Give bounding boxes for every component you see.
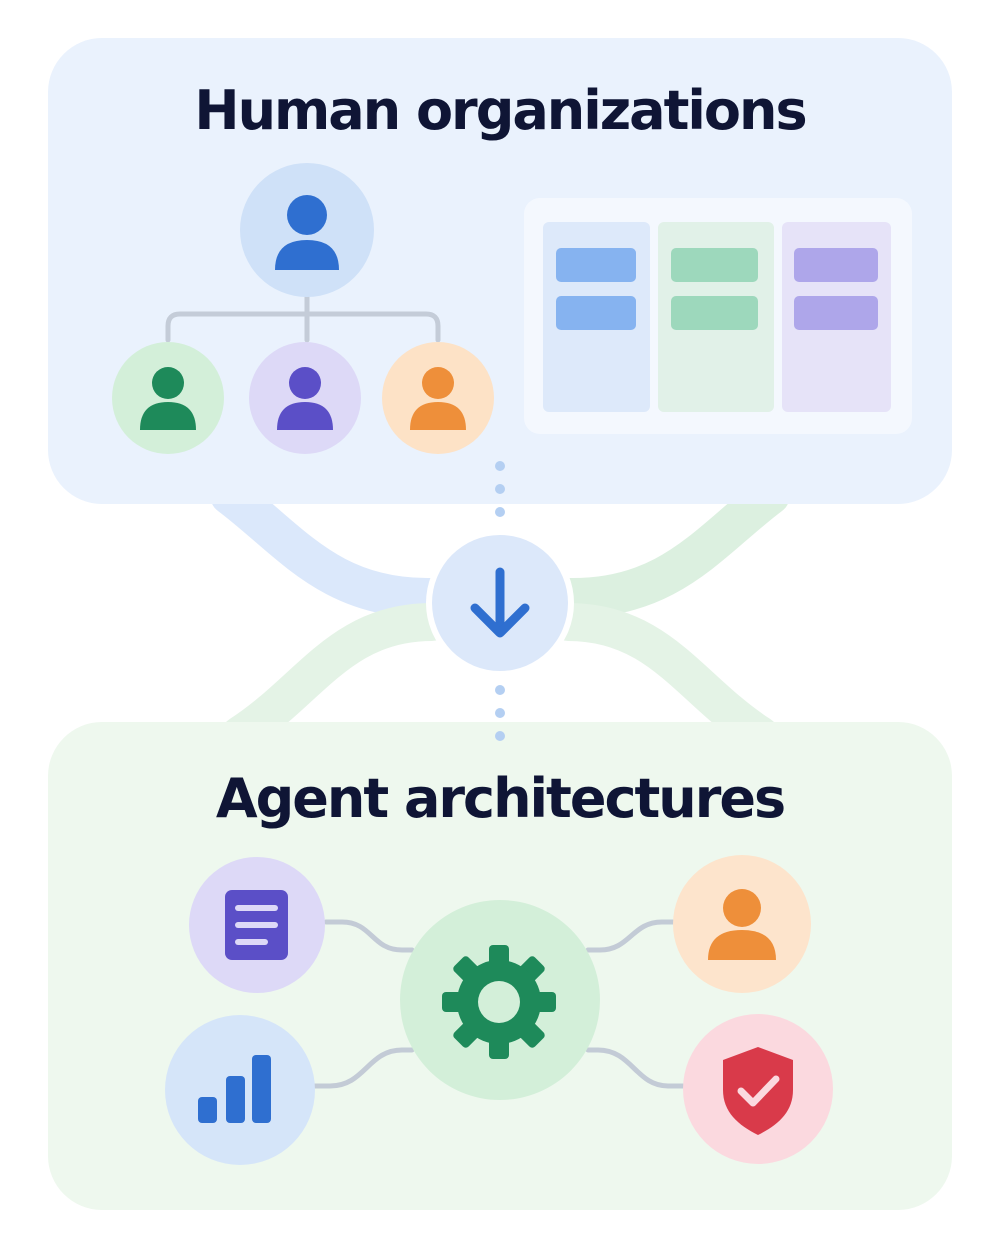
user-icon bbox=[708, 889, 776, 960]
dotted-connector-bottom bbox=[495, 685, 505, 741]
org-child-avatar-orange bbox=[382, 342, 494, 454]
flow-ribbons bbox=[210, 475, 790, 754]
user-icon bbox=[277, 367, 333, 430]
board-card bbox=[794, 296, 878, 330]
dotted-connector-top bbox=[495, 461, 505, 517]
panel-title-agent-architectures: Agent architectures bbox=[215, 767, 786, 830]
agent-node-security bbox=[683, 1014, 833, 1164]
agent-hub bbox=[400, 900, 600, 1100]
user-icon bbox=[140, 367, 196, 430]
org-root-avatar bbox=[240, 163, 374, 297]
agent-node-analytics bbox=[165, 1015, 315, 1165]
org-child-avatar-purple bbox=[249, 342, 361, 454]
agent-node-document bbox=[189, 857, 325, 993]
board-card bbox=[671, 296, 758, 330]
agent-node-user bbox=[673, 855, 811, 993]
document-icon bbox=[225, 890, 288, 960]
user-icon bbox=[275, 195, 339, 270]
gear-icon bbox=[442, 945, 556, 1059]
user-icon bbox=[410, 367, 466, 430]
bar-chart-icon bbox=[198, 1055, 271, 1123]
panel-title-human-organizations: Human organizations bbox=[194, 79, 807, 142]
flow-ribbon-green-right bbox=[548, 475, 790, 619]
org-child-avatar-green bbox=[112, 342, 224, 454]
board-card bbox=[556, 248, 636, 282]
kanban-board-icon bbox=[524, 198, 912, 434]
org-chart-connectors bbox=[165, 293, 441, 343]
agent-connectors bbox=[311, 919, 687, 1089]
flow-ribbon-green-right-lower bbox=[549, 603, 779, 754]
flow-ribbon-blue-left bbox=[210, 475, 452, 619]
arrow-down-icon bbox=[470, 567, 530, 638]
board-card bbox=[794, 248, 878, 282]
board-card bbox=[556, 296, 636, 330]
board-card bbox=[671, 248, 758, 282]
flow-ribbon-green-left bbox=[221, 603, 451, 754]
shield-check-icon bbox=[723, 1047, 793, 1135]
transition-node bbox=[426, 529, 574, 677]
